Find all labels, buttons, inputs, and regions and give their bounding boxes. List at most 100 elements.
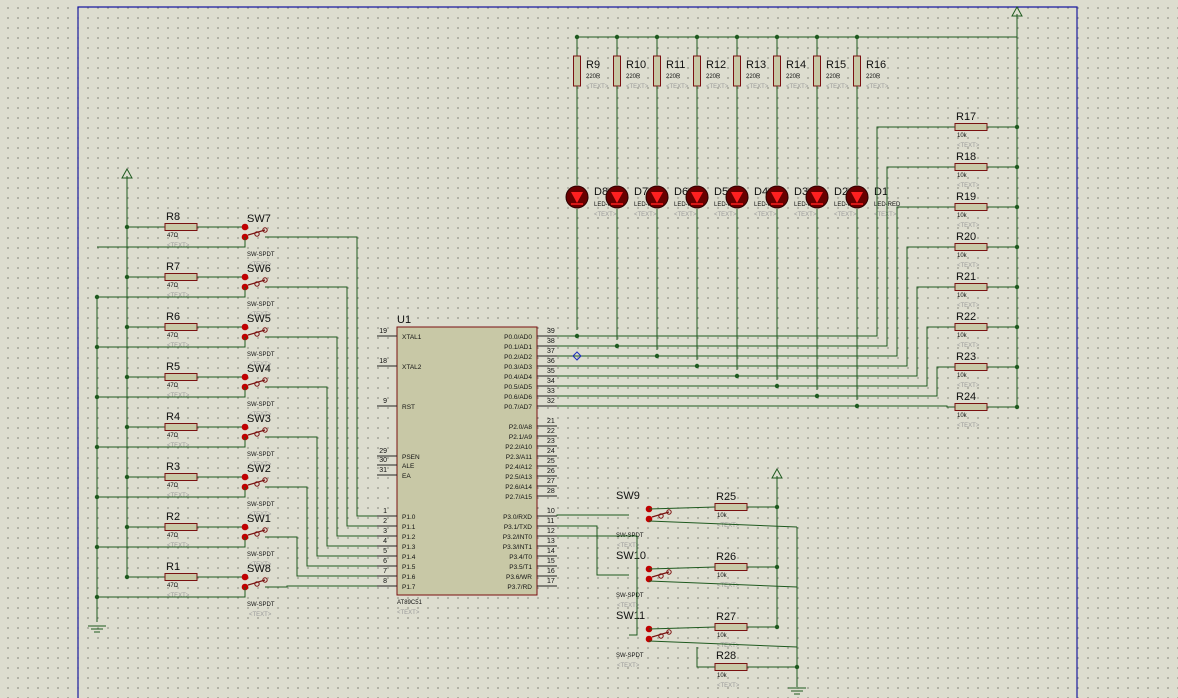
mcu-pin-name: XTAL1 bbox=[402, 334, 422, 341]
ground-lines bbox=[88, 625, 106, 633]
switch-resistor-text: <TEXT> bbox=[167, 493, 190, 499]
led-resistor-7 bbox=[813, 55, 821, 87]
switch-contact bbox=[241, 373, 249, 381]
switch-resistor-ref: R3 bbox=[166, 461, 180, 473]
junction-dot bbox=[94, 444, 100, 450]
wire bbox=[97, 287, 246, 298]
wire bbox=[537, 366, 955, 397]
switch-ref: SW11 bbox=[616, 610, 645, 622]
mcu-pin-name: P2.3/A11 bbox=[506, 454, 533, 461]
switch-resistor-value: 10k bbox=[717, 573, 728, 579]
mcu-pin-name: P0.3/AD3 bbox=[504, 364, 532, 371]
switch-resistor-text: <TEXT> bbox=[167, 243, 190, 249]
led-resistor-ref: R16 bbox=[866, 59, 886, 71]
junction-dot bbox=[1014, 364, 1020, 370]
mcu-pin-number: 29 bbox=[379, 448, 387, 455]
led-resistor-ref: R13 bbox=[746, 59, 766, 71]
pullup-ref: R19 bbox=[956, 191, 976, 203]
pullup-value: 10k bbox=[957, 333, 968, 339]
led-resistor-value: 220R bbox=[826, 74, 841, 80]
wire bbox=[557, 525, 629, 576]
switch-resistor-value: 47Ω bbox=[167, 583, 179, 589]
mcu-pin-name: P0.6/AD6 bbox=[504, 394, 532, 401]
switch-lever bbox=[247, 379, 266, 386]
mcu-pin-number: 7 bbox=[383, 568, 387, 575]
mcu-pin-number: 15 bbox=[547, 558, 555, 565]
switch-resistor-value: 47Ω bbox=[167, 333, 179, 339]
led-resistor-text: <TEXT> bbox=[866, 84, 889, 90]
sheet-border bbox=[77, 6, 1078, 698]
pullup-ref: R22 bbox=[956, 311, 976, 323]
led-ref: D5 bbox=[714, 186, 728, 198]
switch-text: <TEXT> bbox=[617, 603, 640, 609]
switch-resistor-ref: R7 bbox=[166, 261, 180, 273]
spdt-switch-icon bbox=[241, 523, 268, 541]
pullup-text: <TEXT> bbox=[957, 303, 980, 309]
led-resistor-value: 220R bbox=[626, 74, 641, 80]
led-icon bbox=[845, 185, 869, 209]
switch-resistor-ref: R25 bbox=[716, 491, 736, 503]
wire bbox=[556, 514, 629, 516]
switch-resistor-value: 47Ω bbox=[167, 383, 179, 389]
wire bbox=[537, 405, 955, 408]
switch-contact bbox=[241, 423, 249, 431]
led-text: <TEXT> bbox=[834, 212, 857, 218]
led-resistor-text: <TEXT> bbox=[666, 84, 689, 90]
mcu-pin-number: 24 bbox=[547, 448, 555, 455]
resistor-r28-value: 10k bbox=[717, 673, 728, 679]
mcu-pin-name: P0.0/AD0 bbox=[504, 334, 532, 341]
pullup-value: 10k bbox=[957, 373, 968, 379]
wire bbox=[97, 387, 246, 398]
mcu-pin-name: RST bbox=[402, 404, 415, 411]
switch-text: <TEXT> bbox=[617, 663, 640, 669]
mcu-pin-name: P2.4/A12 bbox=[505, 464, 532, 471]
switch-resistor bbox=[164, 423, 198, 431]
pullup-value: 10k bbox=[957, 413, 968, 419]
mcu-pin-number: 27 bbox=[547, 478, 555, 485]
mcu-pin-name: P2.6/A14 bbox=[505, 484, 532, 491]
mcu-pin-name: P1.7 bbox=[402, 584, 416, 591]
pullup-ref: R23 bbox=[956, 351, 976, 363]
mcu-pin-name: P2.0/A8 bbox=[509, 424, 533, 431]
led-triangle bbox=[571, 192, 583, 203]
mcu-pin-name: P0.2/AD2 bbox=[504, 354, 532, 361]
led-resistor-text: <TEXT> bbox=[706, 84, 729, 90]
switch-pivot bbox=[262, 527, 268, 533]
led-icon bbox=[805, 185, 829, 209]
switch-resistor-value: 47Ω bbox=[167, 283, 179, 289]
mcu-pin-number: 38 bbox=[547, 338, 555, 345]
resistor-r28 bbox=[714, 663, 748, 671]
pullup-value: 10k bbox=[957, 253, 968, 259]
junction-dot bbox=[1014, 164, 1020, 170]
switch-value: SW-SPDT bbox=[247, 252, 275, 258]
led-ref: D1 bbox=[874, 186, 888, 198]
switch-contact bbox=[241, 223, 249, 231]
switch-lever bbox=[651, 571, 670, 578]
mcu-chip bbox=[396, 326, 538, 596]
resistor-r28-text: <TEXT> bbox=[717, 683, 740, 689]
junction-dot bbox=[94, 494, 100, 500]
led-ref: D4 bbox=[754, 186, 768, 198]
mcu-pin-number: 2 bbox=[383, 518, 387, 525]
wire bbox=[265, 436, 377, 557]
pullup-ref: R17 bbox=[956, 111, 976, 123]
switch-ref: SW8 bbox=[247, 563, 271, 575]
switch-contact bbox=[241, 473, 249, 481]
switch-resistor-ref: R26 bbox=[716, 551, 736, 563]
ground-terminal-icon bbox=[88, 625, 106, 633]
pullup-resistor bbox=[954, 403, 988, 411]
mcu-pin-number: 1 bbox=[383, 508, 387, 515]
led-ref: D7 bbox=[634, 186, 648, 198]
mcu-body bbox=[396, 326, 538, 596]
pullup-text: <TEXT> bbox=[957, 263, 980, 269]
pullup-text: <TEXT> bbox=[957, 223, 980, 229]
led-value: LED-RED bbox=[594, 202, 621, 208]
mcu-pin-name: PSEN bbox=[402, 454, 420, 461]
switch-ref: SW9 bbox=[616, 490, 640, 502]
spdt-switch-icon bbox=[241, 423, 268, 441]
mcu-pin-name: P2.1/A9 bbox=[509, 434, 533, 441]
spdt-switch-icon bbox=[241, 273, 268, 291]
junction-dot bbox=[774, 504, 780, 510]
switch-resistor-ref: R5 bbox=[166, 361, 180, 373]
switch-pivot bbox=[262, 477, 268, 483]
